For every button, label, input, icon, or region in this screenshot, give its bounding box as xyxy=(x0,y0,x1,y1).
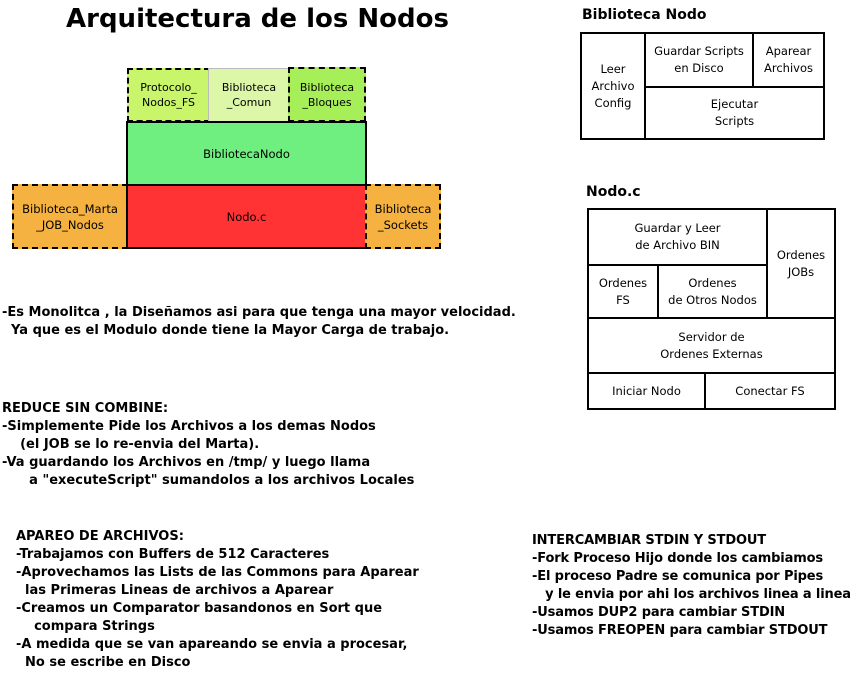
monolitica-note: -Es Monolitca , la Diseñamos asi para qu… xyxy=(2,305,516,338)
biblioteca-comun-block: Biblioteca _Comun xyxy=(208,68,290,122)
conectar-fs-cell: Conectar FS xyxy=(735,383,805,398)
nodo-c-block: Nodo.c xyxy=(126,184,367,249)
ordenes-jobs-cell: Ordenes JOBs xyxy=(776,247,826,279)
ejecutar-scripts-cell: Ejecutar Scripts xyxy=(710,97,759,128)
biblioteca-bloques-block: Biblioteca _Bloques xyxy=(288,67,366,122)
ordenes-fs-cell: Ordenes FS xyxy=(598,275,648,307)
nodo-c-box: Guardar y Leer de Archivo BIN Ordenes JO… xyxy=(587,208,836,410)
reduce-note: REDUCE SIN COMBINE: -Simplemente Pide lo… xyxy=(2,401,415,488)
intercambiar-note: INTERCAMBIAR STDIN Y STDOUT -Fork Proces… xyxy=(532,533,851,638)
guardar-leer-bin-cell: Guardar y Leer de Archivo BIN xyxy=(634,221,721,252)
biblioteca-nodo-heading: Biblioteca Nodo xyxy=(582,7,707,23)
nodo-c-heading: Nodo.c xyxy=(586,184,641,200)
protocolo-nodos-fs-block: Protocolo_ Nodos_FS xyxy=(127,68,210,122)
biblioteca-sockets-block: Biblioteca _Sockets xyxy=(365,184,441,249)
ordenes-otros-nodos-cell: Ordenes de Otros Nodos xyxy=(668,275,757,307)
biblioteca-nodo-box: Leer Archivo Config Guardar Scripts en D… xyxy=(580,32,825,140)
page-title: Arquitectura de los Nodos xyxy=(66,4,449,34)
servidor-ordenes-cell: Servidor de Ordenes Externas xyxy=(660,329,763,361)
aparear-archivos-cell: Aparear Archivos xyxy=(764,44,813,75)
guardar-scripts-cell: Guardar Scripts en Disco xyxy=(654,44,744,75)
biblioteca-marta-block: Biblioteca_Marta _JOB_Nodos xyxy=(12,184,128,249)
biblioteca-nodo-block: BibliotecaNodo xyxy=(126,121,367,186)
iniciar-nodo-cell: Iniciar Nodo xyxy=(612,383,681,398)
leer-archivo-config-cell: Leer Archivo Config xyxy=(591,61,635,110)
apareo-note: APAREO DE ARCHIVOS: -Trabajamos con Buff… xyxy=(16,529,419,670)
